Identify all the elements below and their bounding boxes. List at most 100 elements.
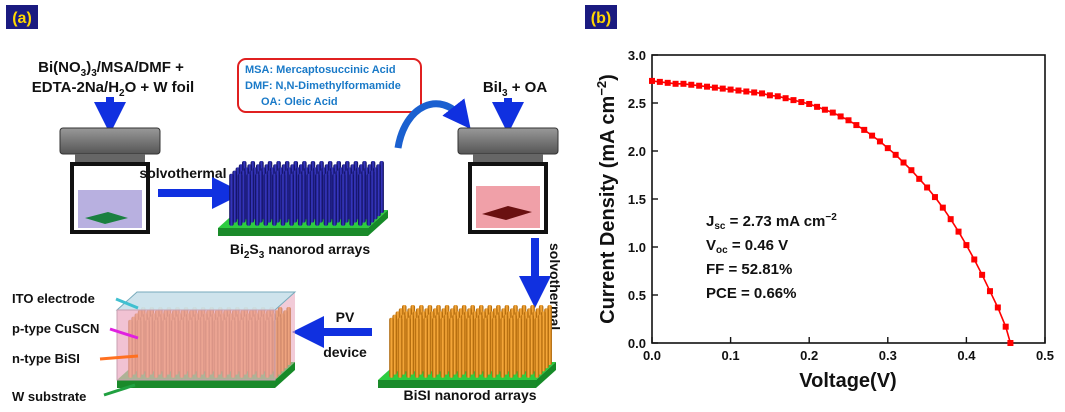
data-point: [649, 77, 655, 84]
nanorod: [414, 317, 420, 378]
data-point: [735, 87, 742, 94]
nanorod: [263, 173, 269, 226]
data-point: [853, 122, 860, 129]
layer-cuscn-label: p-type CuSCN: [12, 321, 99, 336]
y-tick-label: 1.5: [628, 192, 646, 207]
nanorod: [389, 317, 394, 378]
data-point: [884, 145, 891, 152]
nanorod: [440, 317, 446, 378]
data-point: [814, 103, 821, 110]
data-point: [751, 89, 758, 96]
metric-jsc: Jsc = 2.73 mA cm−2: [706, 212, 837, 232]
data-point: [845, 117, 852, 124]
bisi-nanorod-array: [378, 305, 556, 388]
nanorod: [491, 317, 497, 378]
data-point: [774, 93, 781, 100]
nanorod: [431, 317, 437, 378]
abbreviation-box: MSA: Mercaptosuccinic Acid DMF: N,N-Dime…: [237, 58, 422, 113]
nanorod: [332, 173, 337, 226]
data-point: [829, 109, 836, 116]
data-point: [680, 80, 687, 87]
data-point: [821, 106, 828, 113]
product2-label: BiSI nanorod arrays: [403, 387, 536, 403]
data-point: [759, 90, 766, 97]
nanorod: [406, 317, 411, 378]
data-point: [947, 216, 954, 223]
data-point: [696, 82, 703, 89]
x-tick-label: 0.5: [1036, 348, 1054, 363]
nanorod: [423, 317, 428, 378]
panel-b-tag: (b): [591, 10, 611, 27]
metric-voc: Voc = 0.46 V: [706, 237, 788, 256]
nanorod: [500, 317, 505, 378]
jv-curve-points: [649, 77, 1014, 346]
x-tick-label: 0.2: [800, 348, 818, 363]
nanorod: [229, 173, 234, 226]
layer-ito-label: ITO electrode: [12, 291, 95, 306]
data-point: [837, 113, 844, 120]
data-point: [688, 81, 695, 88]
nanorod: [508, 317, 514, 378]
nanorod: [280, 173, 286, 226]
autoclave-1: [59, 127, 161, 234]
data-point: [1002, 323, 1009, 330]
nanorod: [306, 173, 311, 226]
y-tick-label: 2.0: [628, 144, 646, 159]
data-point: [900, 159, 907, 166]
metric-pce: PCE = 0.66%: [706, 285, 796, 302]
step1-label: solvothermal: [139, 165, 226, 181]
nanorod: [315, 173, 320, 226]
data-point: [963, 242, 970, 249]
nanorod: [246, 173, 251, 226]
data-point: [876, 138, 883, 145]
panel-a-tag: (a): [12, 10, 32, 27]
step3-label-line1: PV: [336, 309, 355, 325]
x-tick-label: 0.3: [879, 348, 897, 363]
data-point: [955, 228, 962, 235]
abbrev-oa: OA: Oleic Acid: [261, 96, 338, 108]
nanorod: [340, 173, 346, 226]
data-point: [704, 83, 711, 90]
data-point: [869, 132, 876, 139]
nanorod: [457, 317, 463, 378]
nanorod: [297, 173, 303, 226]
layer-bisi-pointer: [99, 354, 139, 361]
nanorod: [474, 317, 480, 378]
x-tick-label: 0.1: [722, 348, 740, 363]
reagent2-label: BiI3 + OA: [483, 79, 547, 99]
data-point: [766, 92, 773, 99]
layer-ito-pointer: [115, 297, 139, 310]
bi2s3-nanorod-array: [218, 161, 388, 236]
data-point: [782, 95, 789, 102]
abbrev-dmf: DMF: N,N-Dimethylformamide: [245, 80, 401, 92]
nanorod: [483, 317, 488, 378]
y-axis: 0.00.51.01.52.02.53.0: [628, 48, 658, 351]
data-point: [806, 100, 813, 107]
data-point: [939, 204, 946, 211]
data-point: [986, 288, 993, 295]
data-point: [711, 84, 718, 91]
pv-device: [115, 291, 297, 388]
abbrev-msa: MSA: Mercaptosuccinic Acid: [245, 64, 396, 76]
data-point: [719, 85, 726, 92]
panel-b-tag-box: [585, 5, 617, 29]
data-point: [861, 126, 868, 133]
precursor-label-line1: Bi(NO3)3/MSA/DMF +: [38, 59, 184, 79]
layer-w-pointer: [103, 383, 136, 397]
nanorod: [517, 317, 523, 378]
nanorod: [449, 317, 454, 378]
data-point: [916, 175, 923, 182]
data-point: [924, 184, 931, 191]
data-point: [798, 99, 805, 106]
data-point: [971, 256, 978, 263]
layer-bisi-label: n-type BiSI: [12, 351, 80, 366]
y-tick-label: 0.5: [628, 288, 646, 303]
metric-ff: FF = 52.81%: [706, 261, 792, 278]
panel-a-tag-box: [6, 5, 38, 29]
autoclave-2: [457, 127, 559, 234]
data-point: [1007, 340, 1014, 346]
curved-arrow: [394, 98, 471, 149]
layer-cuscn-pointer: [109, 327, 139, 340]
